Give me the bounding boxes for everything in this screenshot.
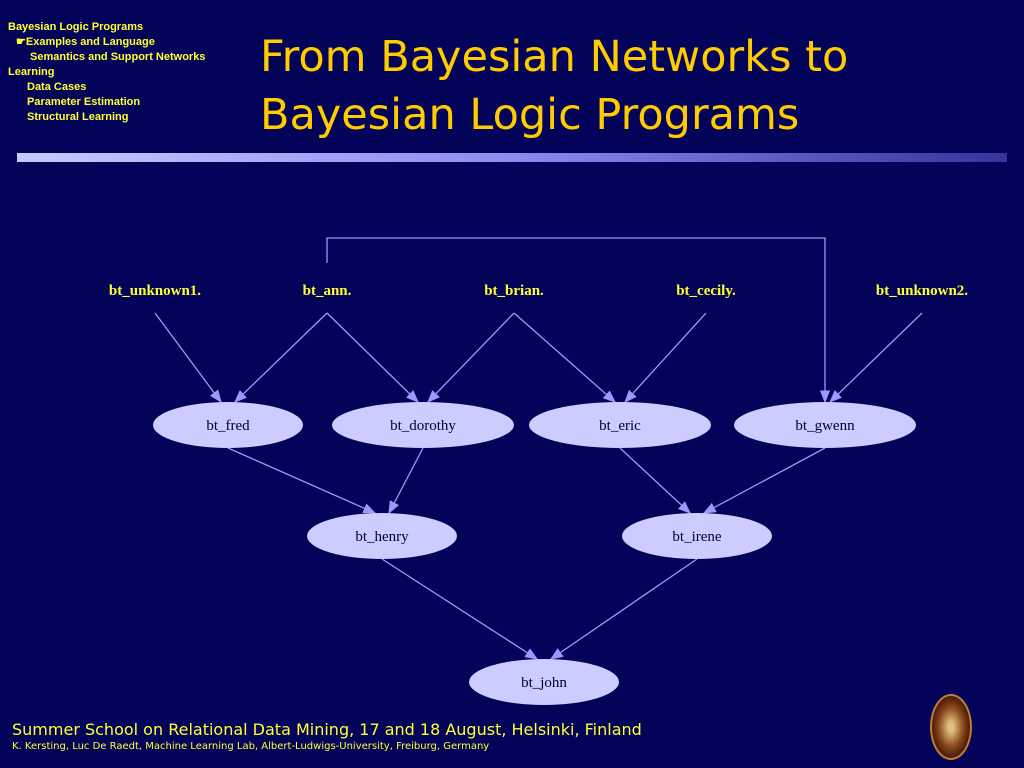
node-ellipse xyxy=(153,402,303,448)
node-ellipse xyxy=(529,402,711,448)
node-ellipse xyxy=(469,659,619,705)
title-divider xyxy=(17,153,1007,162)
edge-bt_gwenn-to-bt_irene xyxy=(702,447,826,514)
node-label: bt_dorothy xyxy=(390,418,456,434)
edge-bt_ann-to-bt_gwenn xyxy=(326,237,831,404)
edge-bt_unknown1-to-bt_fred xyxy=(154,312,222,404)
node-bt_irene: bt_irene xyxy=(622,513,772,559)
node-bt_gwenn: bt_gwenn xyxy=(734,402,916,448)
node-bt_eric: bt_eric xyxy=(529,402,711,448)
node-ellipse xyxy=(734,402,916,448)
node-label: bt_irene xyxy=(672,529,721,545)
fact-bt_unknown1: bt_unknown1. xyxy=(109,283,201,299)
nav-item[interactable]: Bayesian Logic Programs xyxy=(8,21,144,33)
outline-nav: Bayesian Logic Programs ☛Examples and La… xyxy=(8,20,205,125)
nav-item[interactable]: Structural Learning xyxy=(27,111,129,123)
title-line-1: From Bayesian Networks to xyxy=(260,32,849,82)
node-ellipse xyxy=(622,513,772,559)
node-label: bt_gwenn xyxy=(795,418,855,434)
edge-bt_ann-to-bt_dorothy xyxy=(326,312,419,403)
footer-authors: K. Kersting, Luc De Raedt, Machine Learn… xyxy=(12,741,490,752)
edge-bt_henry-to-bt_john xyxy=(381,558,539,660)
nav-item[interactable]: Learning xyxy=(8,66,55,78)
node-bt_henry: bt_henry xyxy=(307,513,457,559)
nav-item[interactable]: Data Cases xyxy=(27,81,87,93)
edge-bt_dorothy-to-bt_henry xyxy=(388,447,424,515)
nav-item[interactable]: Semantics and Support Networks xyxy=(30,51,206,63)
slide-title: From Bayesian Networks to Bayesian Logic… xyxy=(260,28,848,144)
edge-bt_irene-to-bt_john xyxy=(549,558,698,660)
node-ellipse xyxy=(332,402,514,448)
edge-bt_cecily-to-bt_eric xyxy=(624,312,707,403)
edge-bt_brian-to-bt_eric xyxy=(513,312,616,403)
node-bt_dorothy: bt_dorothy xyxy=(332,402,514,448)
pointing-hand-icon: ☛ xyxy=(16,36,26,48)
nav-item[interactable]: Parameter Estimation xyxy=(27,96,141,108)
edge-bt_brian-to-bt_dorothy xyxy=(427,312,515,403)
fact-bt_brian: bt_brian. xyxy=(484,283,544,299)
node-label: bt_john xyxy=(521,675,567,691)
title-line-2: Bayesian Logic Programs xyxy=(260,90,800,140)
edge-bt_eric-to-bt_irene xyxy=(619,447,691,514)
node-label: bt_henry xyxy=(355,529,409,545)
node-bt_john: bt_john xyxy=(469,659,619,705)
edge-bt_unknown2-to-bt_gwenn xyxy=(829,312,923,403)
edge-bt_ann-to-bt_fred xyxy=(234,312,328,403)
footer-event: Summer School on Relational Data Mining,… xyxy=(12,720,642,739)
edge-bt_fred-to-bt_henry xyxy=(227,447,377,514)
nav-item-current[interactable]: ☛Examples and Language xyxy=(16,36,155,48)
university-seal-logo xyxy=(930,694,972,760)
fact-bt_cecily: bt_cecily. xyxy=(676,283,736,299)
node-bt_fred: bt_fred xyxy=(153,402,303,448)
fact-bt_unknown2: bt_unknown2. xyxy=(876,283,968,299)
node-ellipse xyxy=(307,513,457,559)
fact-bt_ann: bt_ann. xyxy=(303,283,352,299)
node-label: bt_eric xyxy=(599,418,641,434)
node-label: bt_fred xyxy=(206,418,250,434)
